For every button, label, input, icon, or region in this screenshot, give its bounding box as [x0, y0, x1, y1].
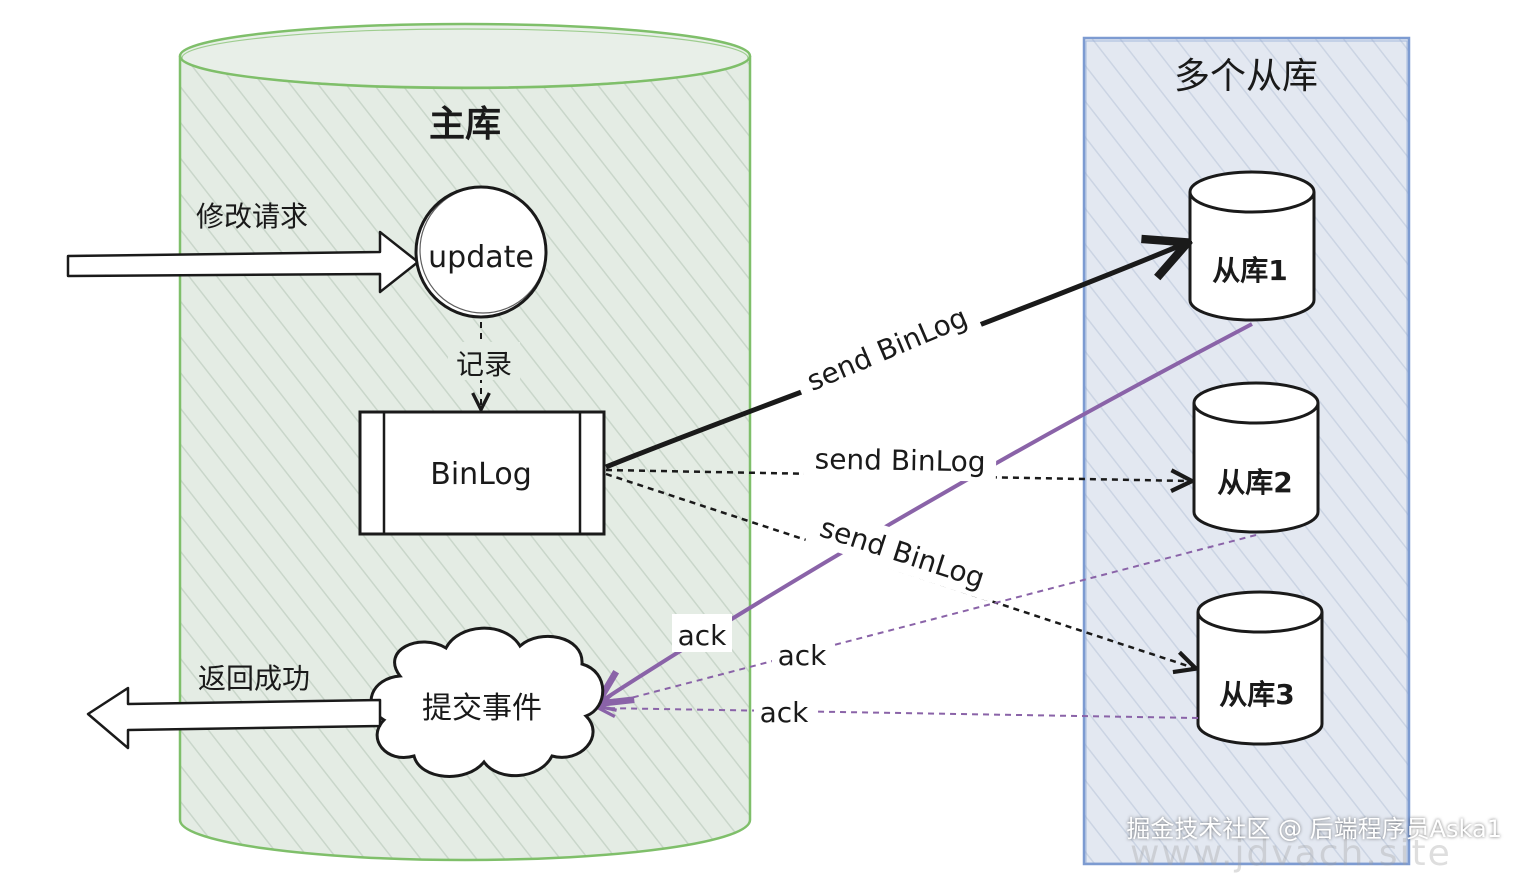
- return-label: 返回成功: [198, 662, 310, 695]
- slave-db-2-label: 从库2: [1217, 466, 1292, 499]
- ack-arrow-3: [600, 708, 1199, 719]
- slave-db-3-label: 从库3: [1219, 678, 1294, 711]
- request-arrow: [66, 230, 420, 294]
- record-label: 记录: [456, 348, 512, 381]
- ack-label-1-group: ack: [672, 614, 732, 652]
- slave-db-2: [1192, 381, 1320, 534]
- update-node: [414, 185, 548, 319]
- slaves-title: 多个从库: [1174, 56, 1318, 97]
- slave-db-1: [1188, 170, 1316, 322]
- binlog-box: [358, 410, 606, 536]
- send-label-1: send BinLog: [802, 301, 972, 398]
- send-label-2-group: send BinLog: [803, 438, 997, 482]
- commit-label: 提交事件: [422, 691, 542, 726]
- update-label: update: [428, 240, 534, 275]
- ack-label-2: ack: [778, 639, 828, 672]
- watermark: 掘金技术社区 @ 后端程序员Aska1: [1126, 815, 1502, 843]
- ack-label-1: ack: [678, 619, 728, 652]
- binlog-label: BinLog: [430, 457, 532, 492]
- commit-cloud: [369, 626, 605, 778]
- request-label: 修改请求: [196, 200, 308, 233]
- send-label-1-group: send BinLog: [790, 292, 984, 405]
- master-title: 主库: [429, 104, 501, 145]
- ack-label-2-group: ack: [772, 634, 832, 672]
- ack-label-3: ack: [760, 696, 810, 729]
- send-label-2: send BinLog: [814, 443, 986, 479]
- record-label-bg: [448, 342, 520, 380]
- ack-label-3-group: ack: [754, 692, 814, 730]
- slave-db-3: [1196, 590, 1324, 746]
- return-arrow: [86, 686, 382, 750]
- ack-arrow-2: [600, 534, 1257, 706]
- send-binlog-arrow-2: [605, 470, 1190, 481]
- slave-db-1-label: 从库1: [1212, 254, 1287, 287]
